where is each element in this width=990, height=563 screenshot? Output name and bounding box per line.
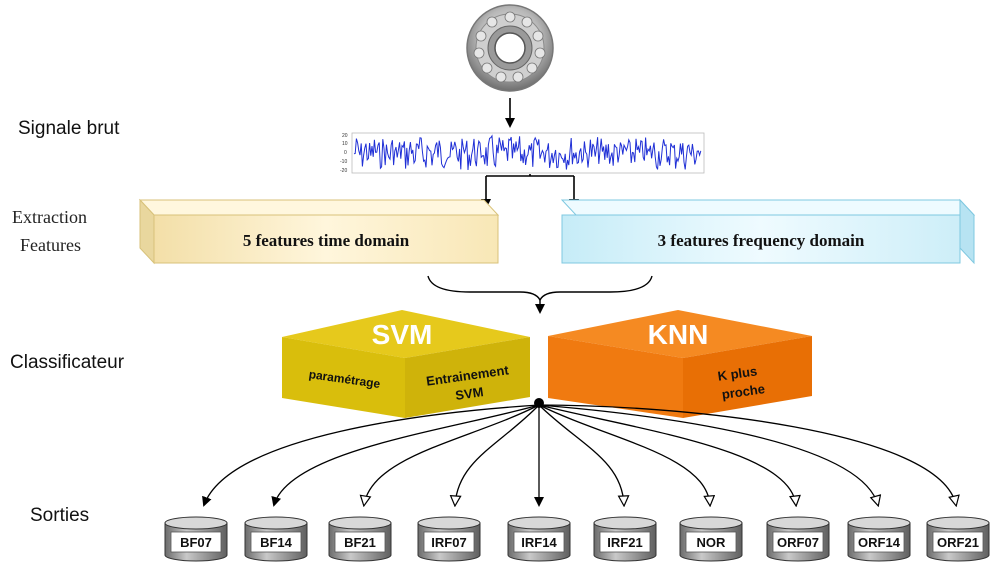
output-cylinder-nor: NOR (679, 516, 743, 562)
signal-tick-20: 20 (342, 133, 348, 139)
svm-title: SVM (372, 319, 433, 350)
signal-tick-minus10: -10 (340, 159, 347, 165)
signal-tick-minus20: -20 (340, 168, 347, 174)
knn-block: KNN K plus proche (548, 310, 812, 418)
bearing-icon (466, 4, 554, 92)
signal-trace (353, 134, 702, 171)
output-cylinder-bf21: BF21 (328, 516, 392, 562)
signal-tick-0: 0 (344, 150, 347, 156)
arrow-to-bf07 (202, 404, 540, 507)
label-outputs: Sorties (30, 505, 90, 526)
features-merge-brace (427, 275, 653, 302)
knn-k-plus: K plus (717, 363, 758, 383)
output-cylinder-irf21: IRF21 (593, 516, 657, 562)
arrow-to-nor (538, 404, 710, 505)
signal-tick-10: 10 (342, 141, 348, 147)
output-label-irf07: IRF07 (431, 535, 466, 550)
arrow-to-orf07 (538, 404, 796, 505)
output-label-bf07: BF07 (180, 535, 212, 550)
signal-split-connector (481, 174, 579, 209)
frequency-domain-feature-box: 3 features frequency domain (560, 198, 976, 265)
output-cylinder-bf14: BF14 (244, 516, 308, 562)
arrow-to-orf14 (538, 404, 878, 505)
output-cylinder-orf21: ORF21 (926, 516, 990, 562)
output-cylinder-irf07: IRF07 (417, 516, 481, 562)
output-label-orf14: ORF14 (858, 535, 901, 550)
output-label-nor: NOR (697, 535, 727, 550)
frequency-domain-label: 3 features frequency domain (658, 231, 865, 250)
output-label-irf21: IRF21 (607, 535, 642, 550)
output-label-orf21: ORF21 (937, 535, 979, 550)
raw-signal-plot: 20 10 0 -10 -20 (340, 132, 705, 174)
output-label-irf14: IRF14 (521, 535, 557, 550)
knn-proche: proche (721, 381, 766, 402)
label-classifier: Classificateur (10, 352, 125, 373)
arrow-to-irf21 (538, 404, 624, 505)
svm-block: SVM paramétrage Entrainement SVM (282, 310, 530, 418)
output-label-orf07: ORF07 (777, 535, 819, 550)
output-label-bf14: BF14 (260, 535, 293, 550)
time-domain-feature-box: 5 features time domain (138, 198, 500, 265)
output-cylinder-bf07: BF07 (164, 516, 228, 562)
label-extraction-line2: Features (20, 235, 81, 255)
knn-title: KNN (648, 319, 709, 350)
svm-entrainement-svm: SVM (454, 384, 484, 403)
label-extraction: Extraction Features (12, 203, 87, 259)
output-label-bf21: BF21 (344, 535, 376, 550)
output-cylinder-irf14: IRF14 (507, 516, 571, 562)
label-extraction-line1: Extraction (12, 207, 87, 227)
output-cylinder-orf07: ORF07 (766, 516, 830, 562)
time-domain-label: 5 features time domain (243, 231, 410, 250)
output-classes: BF07 BF14 BF21 IRF07 IRF14 IRF21 NOR ORF07 ORF14… (164, 516, 990, 562)
arrow-to-bf14 (271, 404, 540, 507)
arrow-to-orf21 (538, 404, 956, 505)
output-cylinder-orf14: ORF14 (847, 516, 911, 562)
arrow-to-bf21 (364, 404, 540, 505)
output-fan-arrows (202, 404, 956, 507)
arrow-to-irf07 (455, 404, 540, 505)
label-signal: Signale brut (18, 118, 120, 139)
